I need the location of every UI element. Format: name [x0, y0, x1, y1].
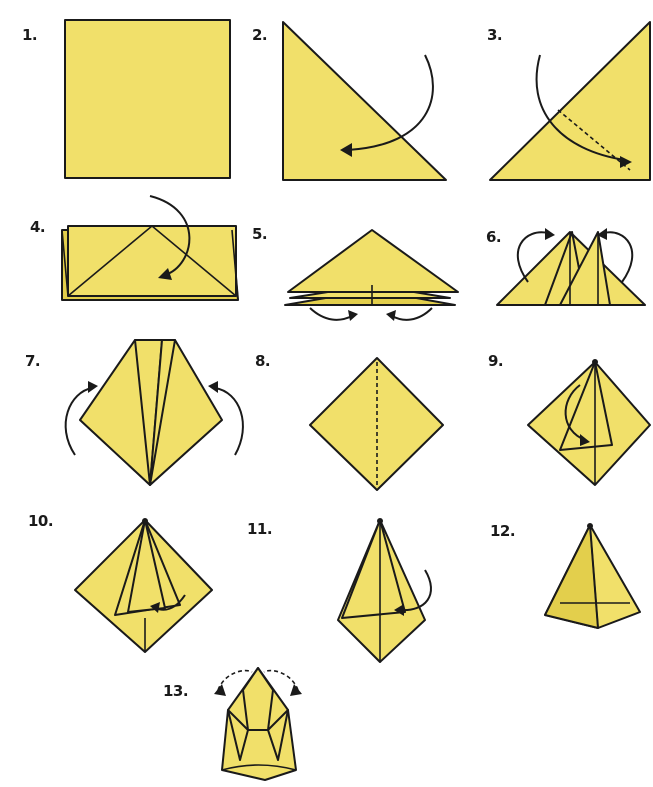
- finished-tulip: [0, 0, 653, 787]
- origami-tulip-diagram: 1. 2. 3. 4.: [0, 0, 653, 787]
